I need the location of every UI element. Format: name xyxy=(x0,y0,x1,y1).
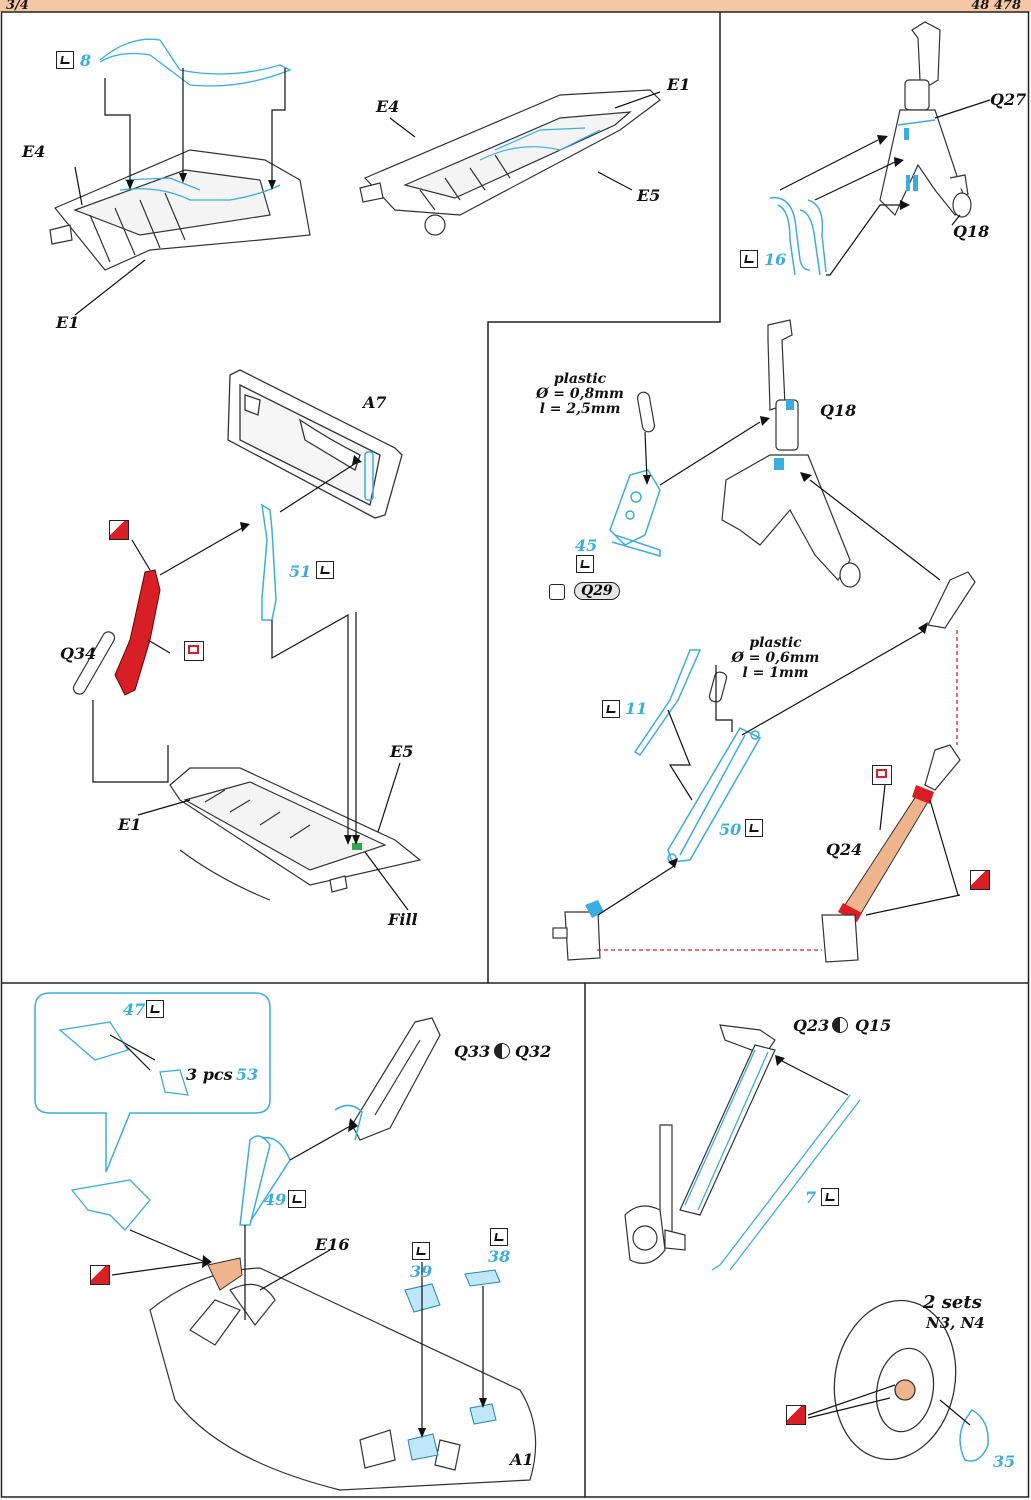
plastic-note-title: plastic xyxy=(749,635,802,651)
alternative-part-icon xyxy=(832,1017,848,1033)
part-e4-label: E4 xyxy=(22,142,46,161)
plastic-rod-note-1: plastic Ø = 0,8mm l = 2,5mm xyxy=(535,372,625,417)
part-53-label: 53 xyxy=(236,1065,259,1084)
part-11-label: 11 xyxy=(625,699,648,718)
etch-check-icon xyxy=(745,819,763,837)
part-q15-label: Q15 xyxy=(855,1016,892,1035)
etch-check-icon xyxy=(602,700,620,718)
part-e1-label: E1 xyxy=(56,313,80,332)
etch-check-icon xyxy=(490,1228,508,1246)
replace-part-icon xyxy=(549,584,565,600)
kit-code: 48 478 xyxy=(971,0,1021,13)
part-38-label: 38 xyxy=(488,1247,511,1266)
part-e5-label: E5 xyxy=(637,186,661,205)
sets-count-label: 2 sets xyxy=(923,1292,982,1313)
page-header: 3/4 48 478 xyxy=(0,0,1031,13)
paint-red-icon xyxy=(970,870,990,890)
fill-label: Fill xyxy=(388,910,418,929)
part-q34-label: Q34 xyxy=(60,644,97,663)
plastic-note-length: l = 1mm xyxy=(742,665,809,681)
part-35-label: 35 xyxy=(993,1452,1016,1471)
part-49-label: 49 xyxy=(264,1190,287,1209)
part-51-label: 51 xyxy=(289,562,312,581)
part-e1-label: E1 xyxy=(118,815,142,834)
etch-check-icon xyxy=(412,1242,430,1260)
part-e5-label: E5 xyxy=(390,742,414,761)
part-47-label: 47 xyxy=(123,1000,146,1019)
part-q32-label: Q32 xyxy=(515,1042,552,1061)
part-8-label: 8 xyxy=(80,51,92,70)
paint-red-outline-icon xyxy=(872,765,892,785)
plastic-note-length: l = 2,5mm xyxy=(539,401,621,417)
part-a7-label: A7 xyxy=(363,393,387,412)
etch-check-icon xyxy=(316,561,334,579)
alternative-part-icon xyxy=(494,1043,510,1059)
part-e1-label-right: E1 xyxy=(667,75,691,94)
plastic-note-diameter: Ø = 0,6mm xyxy=(731,650,820,666)
plastic-note-title: plastic xyxy=(553,371,607,387)
etch-check-icon xyxy=(146,1000,164,1018)
part-q18-label: Q18 xyxy=(953,222,990,241)
paint-red-icon xyxy=(786,1405,806,1425)
part-e4-label-right: E4 xyxy=(376,97,400,116)
etch-check-icon xyxy=(288,1190,306,1208)
paint-red-icon xyxy=(90,1265,110,1285)
part-39-label: 39 xyxy=(410,1262,433,1281)
part-16-label: 16 xyxy=(764,250,787,269)
etch-check-icon xyxy=(56,51,74,69)
part-e16-label: E16 xyxy=(315,1235,350,1254)
part-45-label: 45 xyxy=(575,536,598,555)
part-50-label: 50 xyxy=(719,820,742,839)
part-a1-label: A1 xyxy=(510,1450,534,1469)
part-q23-label: Q23 xyxy=(793,1016,830,1035)
paint-red-icon xyxy=(109,520,129,540)
part-q33-label: Q33 xyxy=(454,1042,491,1061)
part-q18-label: Q18 xyxy=(820,401,857,420)
parts-n3-n4-label: N3, N4 xyxy=(926,1314,985,1332)
plastic-note-diameter: Ø = 0,8mm xyxy=(536,386,624,402)
part-q24-label: Q24 xyxy=(826,840,863,859)
etch-check-icon xyxy=(740,250,758,268)
part-q27-label: Q27 xyxy=(990,90,1027,109)
part-7-label: 7 xyxy=(805,1188,817,1207)
plastic-rod-note-2: plastic Ø = 0,6mm l = 1mm xyxy=(728,636,823,681)
paint-red-outline-icon xyxy=(184,641,204,661)
etch-check-icon xyxy=(821,1188,839,1206)
pieces-count-label: 3 pcs xyxy=(186,1065,233,1084)
etch-check-icon xyxy=(576,555,594,573)
page-number: 3/4 xyxy=(6,0,29,13)
part-q29-label: Q29 xyxy=(574,582,620,600)
